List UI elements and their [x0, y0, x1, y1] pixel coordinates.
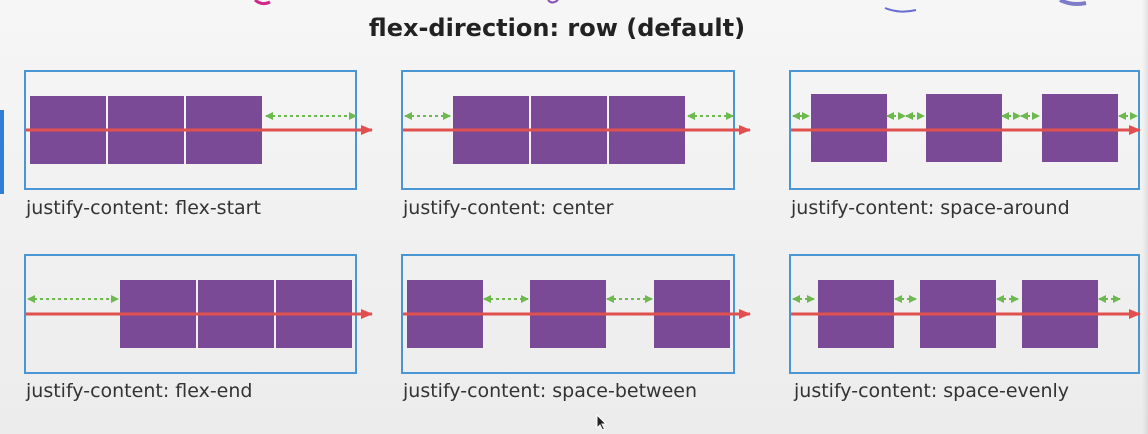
page-title: flex-direction: row (default)	[368, 14, 746, 42]
caption-space-around: justify-content: space-around	[791, 197, 1070, 219]
caption-space-between: justify-content: space-between	[403, 380, 698, 402]
panel-space-around	[789, 70, 1140, 190]
caption-flex-end: justify-content: flex-end	[26, 380, 253, 402]
flex-item	[1042, 94, 1118, 162]
left-edge-accent	[0, 110, 4, 194]
caption-flex-start: justify-content: flex-start	[26, 197, 261, 219]
mouse-cursor-icon	[596, 414, 608, 431]
flex-item	[926, 94, 1002, 162]
flex-item	[811, 94, 887, 162]
caption-space-evenly: justify-content: space-evenly	[794, 380, 1070, 402]
right-edge-shadow	[1142, 0, 1148, 434]
top-edge-marks	[254, 0, 1087, 13]
caption-center: justify-content: center	[403, 197, 614, 219]
